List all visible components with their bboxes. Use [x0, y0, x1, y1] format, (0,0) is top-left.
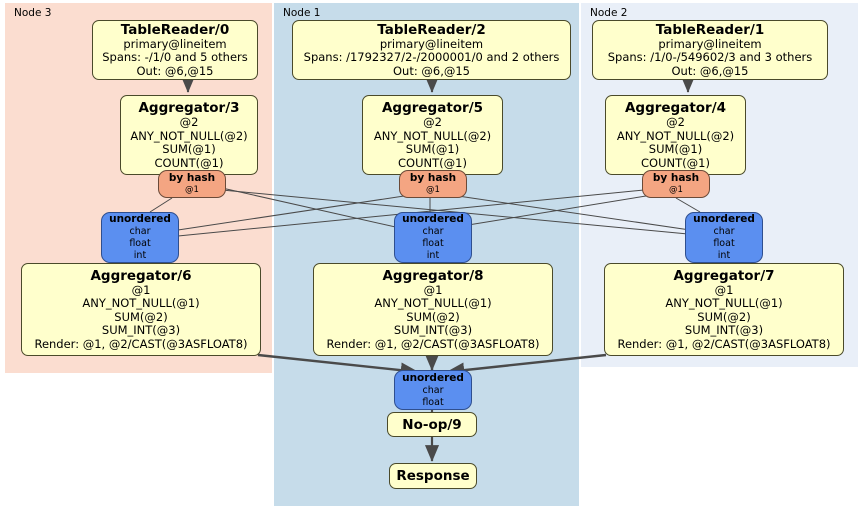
node-line: Spans: /1/0-/549602/3 and 3 others — [607, 50, 813, 65]
node-line: primary@lineitem — [123, 36, 227, 51]
node-line: Render: @1, @2/CAST(@3ASFLOAT8) — [326, 336, 540, 351]
node-line: ANY_NOT_NULL(@1) — [665, 296, 783, 311]
node-tablereader-1[interactable]: TableReader/1 primary@lineitem Spans: /1… — [592, 20, 828, 80]
node-line: int — [717, 250, 731, 261]
node-line: @1 — [669, 185, 683, 195]
node-unordered-middle[interactable]: unordered char float int — [394, 212, 472, 263]
node-aggregator-8[interactable]: Aggregator/8 @1 ANY_NOT_NULL(@1) SUM(@2)… — [313, 263, 553, 356]
node-title: No-op/9 — [402, 416, 462, 433]
node-line: @1 — [426, 185, 440, 195]
node-line: float — [129, 238, 151, 249]
node-line: Spans: /1792327/2-/2000001/0 and 2 other… — [303, 50, 560, 65]
node-line: primary@lineitem — [379, 36, 484, 51]
node-tablereader-0[interactable]: TableReader/0 primary@lineitem Spans: -/… — [92, 20, 258, 80]
node-title: unordered — [109, 213, 171, 225]
node-line: SUM(@2) — [406, 309, 460, 324]
node-line: float — [422, 238, 444, 249]
node-line: Render: @1, @2/CAST(@3ASFLOAT8) — [617, 336, 831, 351]
node-line: COUNT(@1) — [154, 155, 224, 170]
node-line: SUM_INT(@3) — [393, 323, 473, 338]
node-line: ANY_NOT_NULL(@2) — [130, 128, 248, 143]
node-aggregator-4[interactable]: Aggregator/4 @2 ANY_NOT_NULL(@2) SUM(@1)… — [605, 95, 746, 175]
node-line: ANY_NOT_NULL(@2) — [616, 128, 735, 143]
node-aggregator-7[interactable]: Aggregator/7 @1 ANY_NOT_NULL(@1) SUM(@2)… — [604, 263, 844, 356]
node-by-hash-left[interactable]: by hash @1 — [158, 170, 226, 198]
node-title: TableReader/0 — [120, 21, 230, 38]
node-title: Aggregator/4 — [624, 100, 727, 116]
node-line: SUM_INT(@3) — [101, 323, 181, 338]
cluster-node-2-label: Node 2 — [590, 7, 628, 19]
node-title: unordered — [402, 213, 464, 225]
node-line: SUM(@1) — [405, 142, 460, 156]
node-title: TableReader/1 — [655, 21, 765, 38]
node-line: int — [426, 250, 440, 261]
node-title: by hash — [168, 172, 216, 184]
node-line: float — [713, 238, 735, 249]
node-line: char — [129, 226, 151, 237]
node-line: COUNT(@1) — [398, 155, 467, 170]
node-unordered-right[interactable]: unordered char float int — [685, 212, 763, 263]
node-title: Aggregator/6 — [90, 267, 192, 284]
node-line: Spans: -/1/0 and 5 others — [102, 50, 248, 65]
node-line: Out: @6,@15 — [393, 63, 470, 78]
node-aggregator-6[interactable]: Aggregator/6 @1 ANY_NOT_NULL(@1) SUM(@2)… — [21, 263, 261, 356]
node-line: SUM(@2) — [114, 309, 168, 324]
node-line: float — [422, 396, 444, 408]
node-line: char — [422, 384, 444, 396]
node-title: Aggregator/7 — [673, 267, 775, 284]
node-line: char — [422, 226, 444, 237]
node-line: ANY_NOT_NULL(@1) — [374, 296, 492, 311]
node-line: SUM_INT(@3) — [684, 323, 764, 338]
cluster-node-1-label: Node 1 — [283, 7, 321, 19]
node-title: Response — [396, 468, 470, 484]
node-line: int — [133, 250, 147, 261]
node-title: unordered — [402, 371, 464, 384]
node-response[interactable]: Response — [389, 463, 477, 489]
node-title: by hash — [652, 172, 700, 184]
node-line: @2 — [423, 115, 442, 129]
node-line: COUNT(@1) — [641, 155, 710, 170]
node-line: ANY_NOT_NULL(@1) — [82, 296, 200, 311]
node-title: unordered — [693, 213, 755, 225]
node-noop-9[interactable]: No-op/9 — [387, 412, 477, 437]
node-line: @2 — [179, 115, 199, 129]
node-line: SUM(@2) — [697, 309, 751, 324]
node-line: ANY_NOT_NULL(@2) — [373, 128, 492, 143]
node-aggregator-5[interactable]: Aggregator/5 @2 ANY_NOT_NULL(@2) SUM(@1)… — [362, 95, 503, 175]
node-line: @1 — [131, 282, 151, 297]
cluster-node-3-label: Node 3 — [14, 7, 52, 19]
node-line: @1 — [423, 282, 443, 297]
node-by-hash-right[interactable]: by hash @1 — [642, 170, 710, 198]
node-line: @1 — [714, 282, 734, 297]
node-line: Render: @1, @2/CAST(@3ASFLOAT8) — [34, 336, 248, 351]
node-unordered-final[interactable]: unordered char float — [394, 370, 472, 410]
node-aggregator-3[interactable]: Aggregator/3 @2 ANY_NOT_NULL(@2) SUM(@1)… — [120, 95, 258, 175]
node-line: @1 — [185, 185, 199, 195]
node-line: Out: @6,@15 — [671, 63, 749, 78]
node-line: Out: @6,@15 — [136, 63, 214, 78]
node-line: @2 — [666, 115, 685, 129]
node-line: char — [713, 226, 735, 237]
node-title: by hash — [409, 172, 457, 184]
node-line: primary@lineitem — [658, 36, 762, 51]
node-tablereader-2[interactable]: TableReader/2 primary@lineitem Spans: /1… — [292, 20, 571, 80]
node-title: TableReader/2 — [377, 21, 486, 38]
node-line: SUM(@1) — [162, 142, 216, 156]
node-by-hash-middle[interactable]: by hash @1 — [399, 170, 467, 198]
node-unordered-left[interactable]: unordered char float int — [101, 212, 179, 263]
node-title: Aggregator/3 — [138, 100, 240, 116]
node-title: Aggregator/5 — [381, 100, 484, 116]
node-line: SUM(@1) — [648, 142, 703, 156]
node-title: Aggregator/8 — [382, 267, 484, 284]
